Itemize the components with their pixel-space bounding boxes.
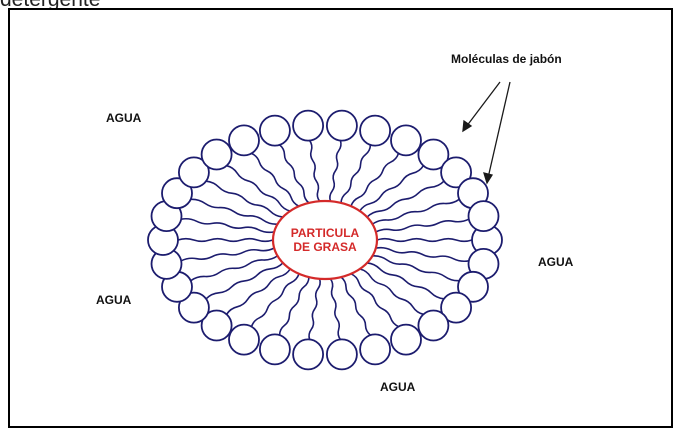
soap-molecule-tail: [377, 239, 472, 242]
soap-molecule-head: [260, 334, 290, 364]
soap-molecule-tail: [376, 248, 469, 262]
soap-molecule-tail: [360, 166, 424, 211]
soap-molecules-label: Moléculas de jabón: [451, 52, 562, 66]
soap-molecule-tail: [360, 269, 424, 314]
water-label-left: AGUA: [96, 293, 131, 307]
arrow-2-shaft: [488, 82, 510, 178]
soap-molecule-tail: [280, 145, 309, 203]
soap-molecule-head: [391, 125, 421, 155]
soap-molecule-tail: [330, 141, 341, 202]
soap-molecule-head: [469, 201, 499, 231]
soap-molecule-head: [327, 339, 357, 369]
soap-molecule-tail: [341, 145, 370, 203]
soap-molecule-tail: [309, 279, 320, 340]
soap-molecule-tail: [227, 269, 291, 314]
soap-molecule-head: [293, 111, 323, 141]
soap-molecule-head: [391, 325, 421, 355]
soap-molecule-head: [229, 125, 259, 155]
soap-molecule-tail: [191, 199, 278, 224]
micelle-diagram: PARTICULA DE GRASA: [0, 0, 680, 415]
soap-molecule-head: [418, 311, 448, 341]
soap-molecule-tail: [330, 279, 340, 340]
soap-molecule-tail: [367, 263, 444, 299]
soap-molecule-head: [293, 339, 323, 369]
soap-molecule-tail: [310, 141, 320, 202]
soap-molecule-tail: [206, 181, 283, 217]
soap-molecule-head: [229, 325, 259, 355]
soap-molecule-tail: [181, 219, 274, 233]
soap-molecule-tail: [351, 153, 399, 206]
soap-molecule-head: [360, 116, 390, 146]
soap-molecule-tail: [181, 248, 274, 261]
water-label-right: AGUA: [538, 255, 573, 269]
soap-molecule-tail: [373, 256, 460, 281]
soap-molecule-tail: [376, 219, 469, 232]
water-label-bottom: AGUA: [380, 380, 415, 394]
arrow-1-shaft: [466, 82, 500, 127]
soap-molecule-tail: [178, 239, 273, 242]
soap-molecule-head: [202, 140, 232, 170]
soap-molecule-tail: [280, 277, 309, 335]
soap-molecule-tail: [252, 274, 300, 327]
arrow-2-head: [484, 173, 492, 183]
grease-particle-label-line2: DE GRASA: [293, 240, 357, 254]
soap-molecule-head: [260, 116, 290, 146]
soap-molecule-head: [360, 334, 390, 364]
water-label-top-left: AGUA: [106, 111, 141, 125]
grease-particle-label-line1: PARTICULA: [291, 226, 360, 240]
soap-molecule-tail: [341, 277, 370, 335]
soap-molecule-tail: [227, 166, 291, 211]
soap-molecule-head: [327, 111, 357, 141]
